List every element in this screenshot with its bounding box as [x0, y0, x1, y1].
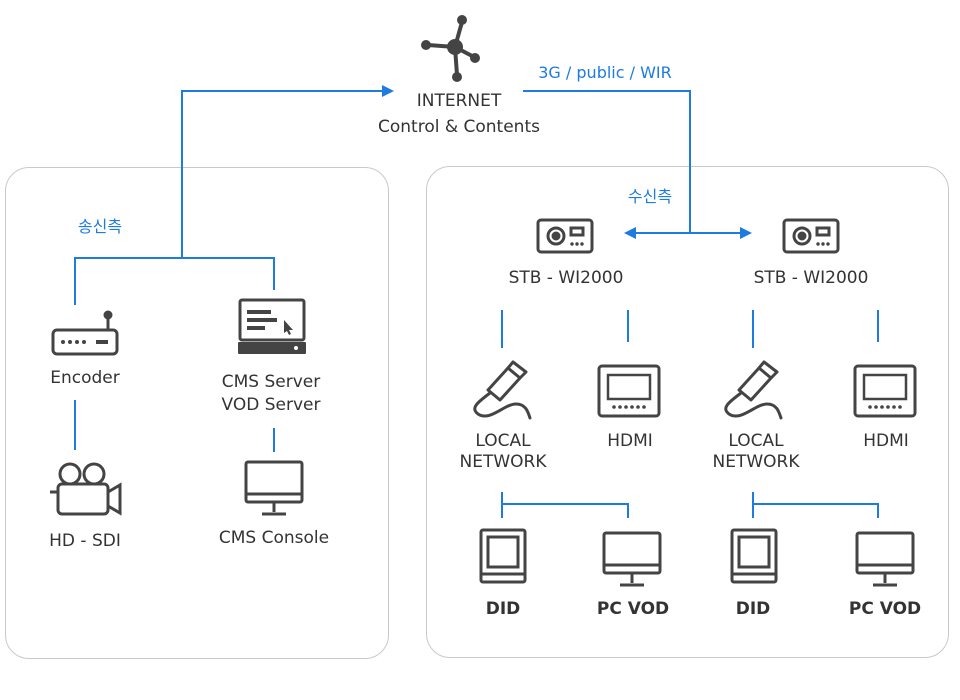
- stb-icon-2: [782, 218, 840, 254]
- did-label-2: DID: [735, 599, 771, 619]
- pc-monitor-icon-1: [602, 531, 662, 587]
- encoder-icon: [51, 310, 119, 356]
- hdmi-display-icon-2: [853, 364, 917, 418]
- internet-network-icon: [421, 15, 480, 82]
- pc-vod-label-1: PC VOD: [596, 599, 670, 619]
- local2-branch-line: [752, 492, 879, 518]
- hd-sdi-label: HD - SDI: [49, 531, 121, 551]
- network-label-1: NETWORK: [459, 452, 547, 472]
- local-label-2: LOCAL: [728, 431, 784, 451]
- internet-downlink-line: [523, 90, 691, 233]
- sender-panel: [5, 167, 389, 659]
- local-label-1: LOCAL: [475, 431, 531, 451]
- cms-server-icon: [238, 298, 306, 354]
- receiver-title: 수신측: [627, 187, 673, 206]
- camera-icon: [50, 462, 122, 516]
- hdmi-label-2: HDMI: [863, 431, 909, 451]
- cms-console-label: CMS Console: [218, 528, 330, 548]
- pc-vod-label-2: PC VOD: [848, 599, 922, 619]
- lan-cable-icon-2: [724, 360, 783, 420]
- local1-branch-line: [501, 492, 629, 518]
- encoder-label: Encoder: [50, 368, 120, 388]
- sender-uplink-line: [181, 85, 394, 258]
- network-label-2: NETWORK: [712, 452, 800, 472]
- receiver-panel: [426, 166, 949, 658]
- sender-branch-line: [74, 257, 275, 305]
- cms-server-label: CMS Server: [221, 372, 321, 392]
- pc-monitor-icon-2: [855, 531, 915, 587]
- sender-title: 송신측: [77, 217, 123, 236]
- did-kiosk-icon-1: [479, 528, 527, 584]
- link-type-label: 3G / public / WIR: [538, 63, 672, 82]
- stb-label-1: STB - WI2000: [508, 268, 624, 288]
- hdmi-display-icon-1: [597, 364, 661, 418]
- stb-icon-1: [536, 218, 594, 254]
- did-label-1: DID: [485, 599, 521, 619]
- hdmi-label-1: HDMI: [607, 431, 653, 451]
- internet-label: INTERNET: [416, 91, 502, 111]
- did-kiosk-icon-2: [730, 528, 778, 584]
- internet-sublabel: Control & Contents: [378, 117, 540, 137]
- monitor-icon: [244, 460, 304, 516]
- connector-lines: [74, 85, 879, 518]
- vod-server-label: VOD Server: [221, 395, 321, 415]
- lan-cable-icon-1: [473, 360, 532, 420]
- stb-label-2: STB - WI2000: [753, 268, 869, 288]
